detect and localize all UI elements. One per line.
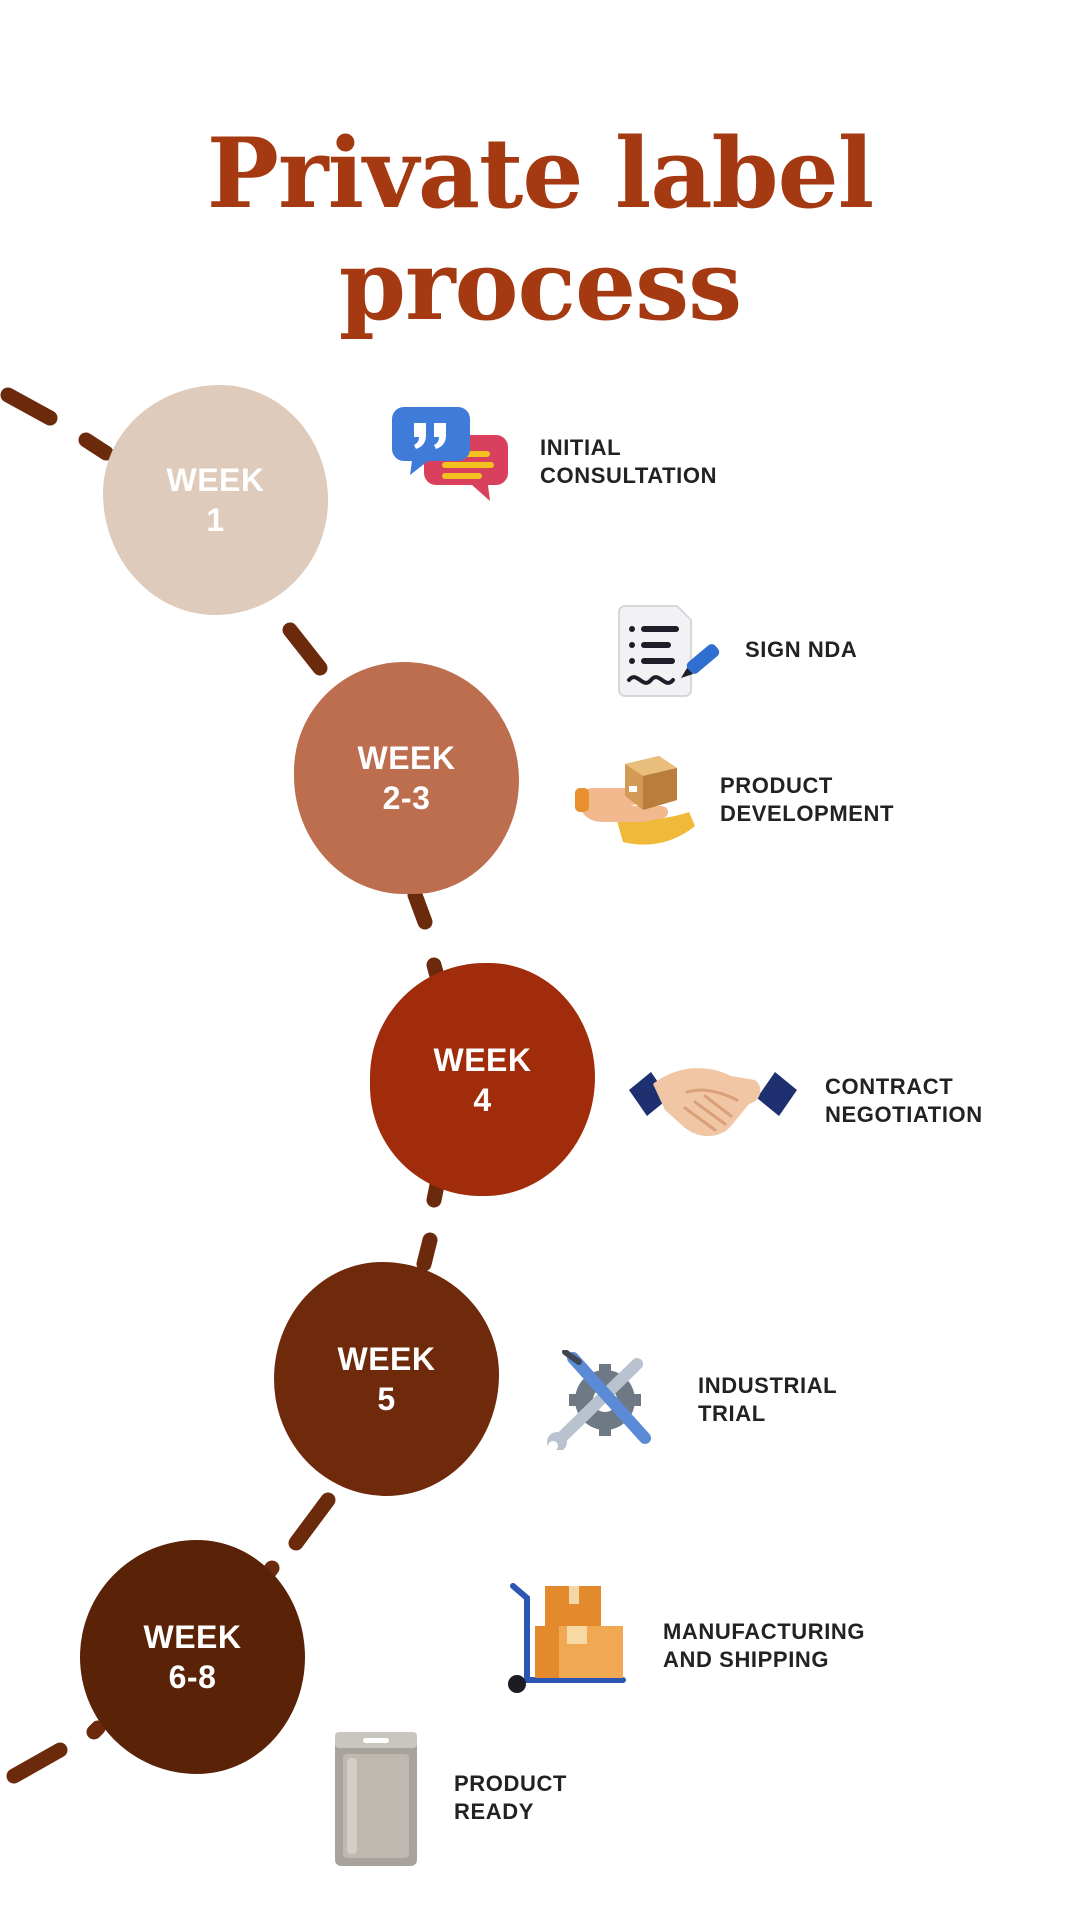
step-product-ready: PRODUCT READY [454, 1770, 567, 1826]
step-initial-consultation: INITIAL CONSULTATION [540, 434, 717, 490]
week-2-3-number: 2-3 [382, 780, 431, 816]
step-sign-nda: SIGN NDA [745, 636, 857, 664]
step-label-line: PRODUCT [454, 1771, 567, 1796]
step-label-line: SIGN NDA [745, 637, 858, 662]
week-1-circle: WEEK 1 [103, 385, 328, 615]
week-6-8-circle: WEEK 6-8 [80, 1540, 305, 1774]
handshake-icon [627, 1050, 799, 1150]
step-label-line: PRODUCT [720, 773, 833, 798]
week-4-label: WEEK [433, 1041, 532, 1078]
hand-truck-boxes-icon [505, 1582, 630, 1694]
week-5-number: 5 [377, 1381, 396, 1417]
title-line-2: process [338, 229, 742, 342]
step-label-line: TRIAL [698, 1401, 766, 1426]
page-title: Private label process [0, 118, 1080, 342]
pouch-package-icon [333, 1730, 419, 1868]
document-pen-icon [615, 598, 727, 698]
title-line-1: Private label [206, 117, 874, 230]
step-industrial-trial: INDUSTRIAL TRIAL [698, 1372, 837, 1428]
step-label-line: CONTRACT [825, 1074, 954, 1099]
step-product-development: PRODUCT DEVELOPMENT [720, 772, 894, 828]
step-label-line: INDUSTRIAL [698, 1373, 838, 1398]
step-label-line: INITIAL [540, 435, 622, 460]
week-2-3-circle: WEEK 2-3 [294, 662, 519, 894]
week-5-circle: WEEK 5 [274, 1262, 499, 1496]
week-4-circle: WEEK 4 [370, 963, 595, 1196]
step-contract-negotiation: CONTRACT NEGOTIATION [825, 1073, 983, 1129]
week-1-number: 1 [206, 502, 225, 538]
week-6-8-label: WEEK [143, 1619, 242, 1655]
hand-box-icon [575, 752, 703, 852]
step-label-line: DEVELOPMENT [720, 801, 895, 826]
step-label-line: AND SHIPPING [663, 1647, 830, 1672]
week-4-number: 4 [473, 1081, 492, 1118]
week-5-label: WEEK [337, 1341, 436, 1377]
step-label-line: CONSULTATION [540, 463, 718, 488]
week-1-label: WEEK [166, 462, 265, 498]
week-2-3-label: WEEK [357, 740, 456, 776]
speech-bubbles-icon [392, 405, 510, 505]
step-label-line: READY [454, 1799, 535, 1824]
step-label-line: NEGOTIATION [825, 1102, 983, 1127]
tools-gear-icon [545, 1350, 667, 1450]
week-6-8-number: 6-8 [168, 1659, 217, 1695]
step-manufacturing-and-shipping: MANUFACTURING AND SHIPPING [663, 1618, 865, 1674]
step-label-line: MANUFACTURING [663, 1619, 866, 1644]
